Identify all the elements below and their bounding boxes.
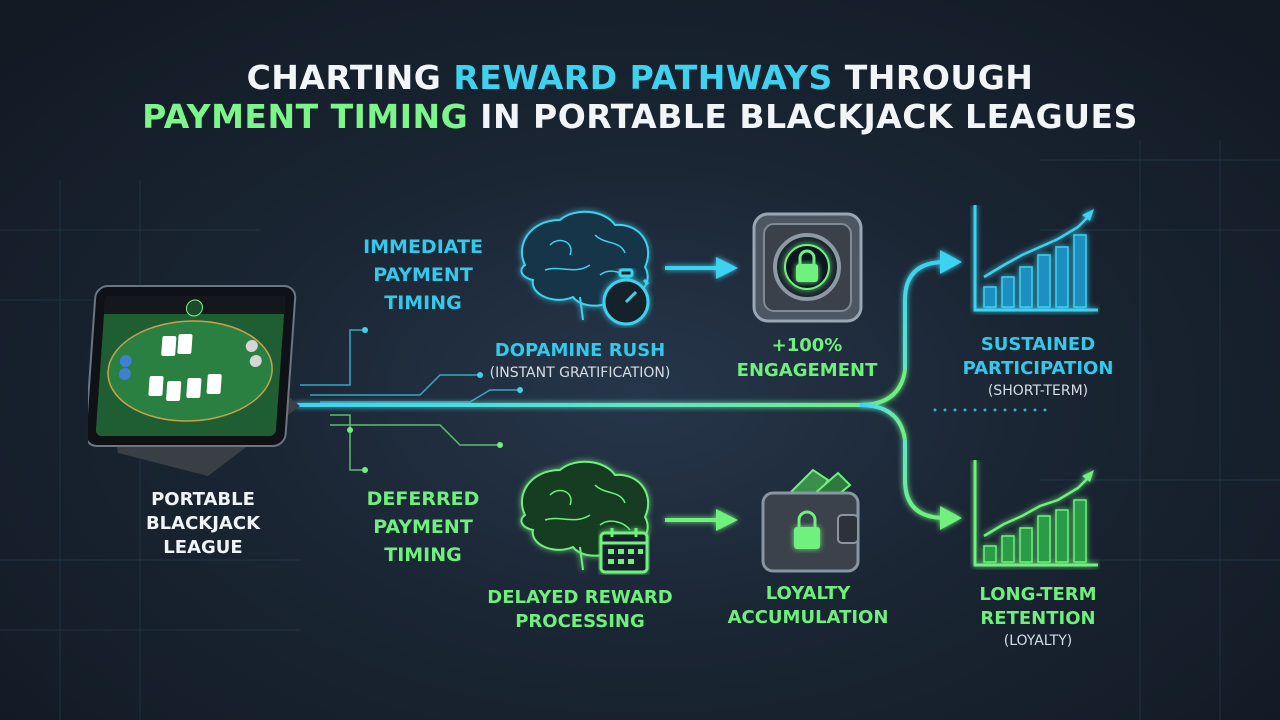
dopamine-rush-subtitle: (INSTANT GRATIFICATION): [489, 365, 671, 381]
delayed-reward-label: DELAYED REWARD PROCESSING: [487, 587, 673, 632]
bar-chart-growth-icon: [973, 460, 1098, 567]
vault-lock-icon: [752, 212, 863, 323]
title-text: CHARTING: [246, 58, 454, 97]
immediate-payment-label: IMMEDIATE PAYMENT TIMING: [363, 236, 483, 314]
main-flow-line-lower: [859, 403, 907, 441]
stopwatch-icon: [602, 268, 650, 326]
source-label: PORTABLE BLACKJACK LEAGUE: [145, 489, 261, 558]
long-term-retention-title: LONG-TERM RETENTION: [979, 584, 1097, 629]
dopamine-rush-label: DOPAMINE RUSH (INSTANT GRATIFICATION): [470, 338, 690, 383]
sustained-participation-title: SUSTAINED PARTICIPATION: [962, 334, 1114, 379]
upper-branch-arrowhead: [940, 250, 962, 274]
circuit-nodes: [347, 327, 523, 473]
calendar-icon: [599, 528, 649, 574]
page-title-line-2: PAYMENT TIMING IN PORTABLE BLACKJACK LEA…: [0, 97, 1280, 136]
tablet-blackjack-icon: [88, 285, 300, 476]
lower-branch-arrowhead: [940, 506, 962, 530]
dotted-trail: [933, 408, 1047, 412]
wallet-lock-icon: [761, 468, 860, 573]
long-term-retention-subtitle: (LOYALTY): [1003, 633, 1073, 649]
engagement-label: +100% ENGAGEMENT: [736, 335, 878, 381]
page-title-line-1: CHARTING REWARD PATHWAYS THROUGH: [0, 58, 1280, 97]
deferred-payment-label: DEFERRED PAYMENT TIMING: [366, 488, 480, 566]
lower-branch-line: [903, 440, 946, 520]
title-text: IN PORTABLE BLACKJACK LEAGUES: [468, 97, 1138, 136]
circuit-traces: [300, 329, 520, 471]
bar-chart-growth-icon: [973, 205, 1098, 312]
arrow-brain-to-vault-blue: [665, 257, 738, 279]
dopamine-rush-title: DOPAMINE RUSH: [494, 340, 666, 361]
sustained-participation-subtitle: (SHORT-TERM): [987, 383, 1089, 399]
title-highlight-reward-pathways: REWARD PATHWAYS: [453, 58, 833, 97]
sustained-participation-label: SUSTAINED PARTICIPATION (SHORT-TERM): [938, 333, 1138, 401]
title-highlight-payment-timing: PAYMENT TIMING: [142, 97, 469, 136]
upper-branch-line: [903, 260, 946, 370]
title-text: THROUGH: [832, 58, 1034, 97]
arrow-brain-to-wallet-green: [665, 509, 738, 531]
loyalty-accumulation-label: LOYALTY ACCUMULATION: [727, 583, 889, 628]
long-term-retention-label: LONG-TERM RETENTION (LOYALTY): [948, 583, 1128, 651]
